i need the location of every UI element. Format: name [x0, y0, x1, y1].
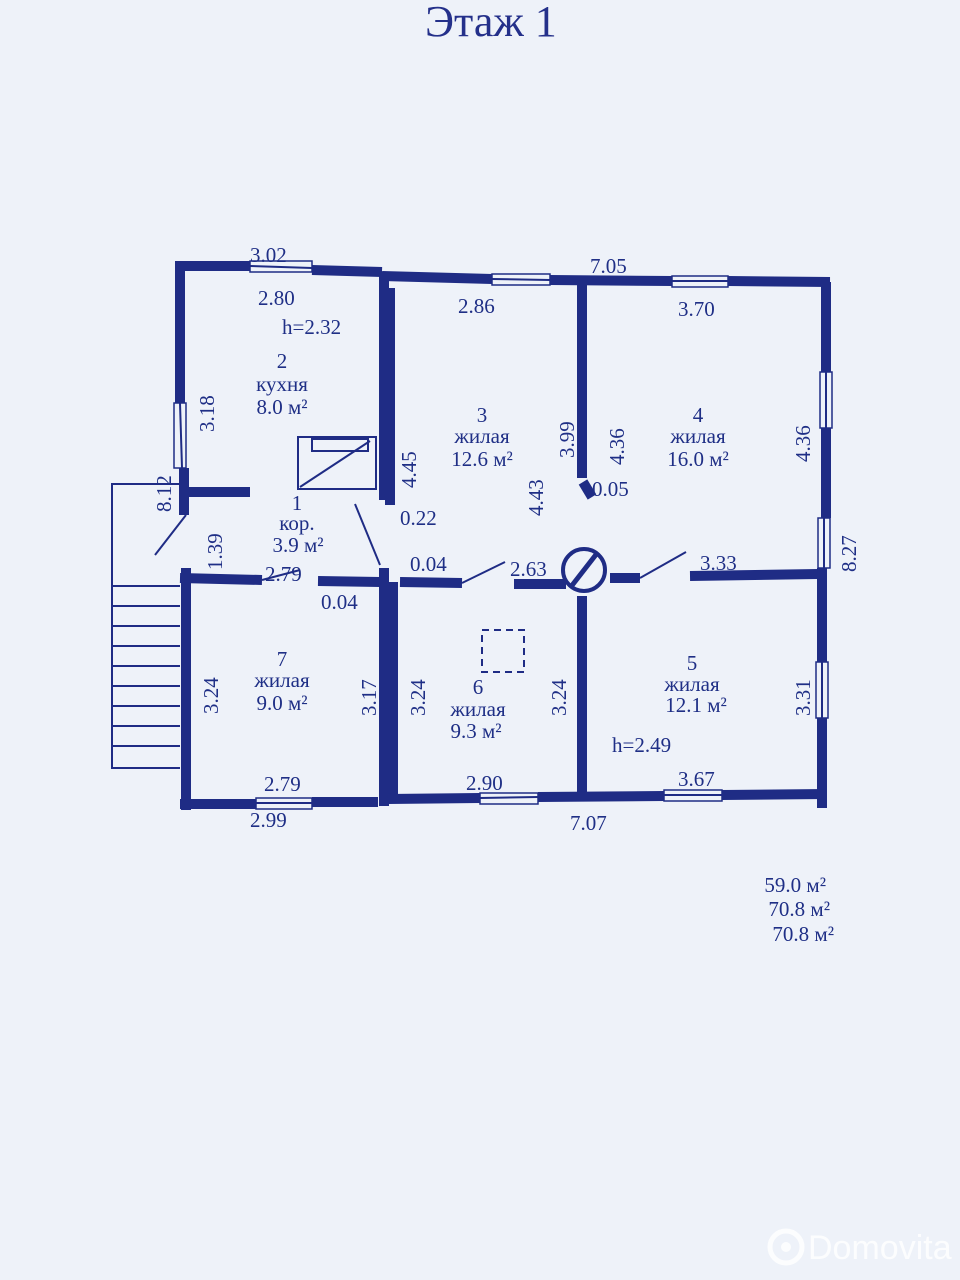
- dim-3-99: 3.99: [555, 421, 579, 458]
- dim-8-12: 8.12: [152, 475, 176, 512]
- dim-3-24-room6l: 3.24: [406, 679, 430, 716]
- dim-1-39: 1.39: [203, 533, 227, 570]
- dim-3-02: 3.02: [250, 243, 287, 267]
- dim-7-05: 7.05: [590, 254, 627, 278]
- dim-3-17: 3.17: [357, 679, 381, 716]
- room-6-name: жилая: [449, 697, 506, 721]
- dim-4-36-mid: 4.36: [605, 428, 629, 465]
- dim-2-99: 2.99: [250, 808, 287, 832]
- stove-icon: [297, 436, 377, 490]
- dim-7-07: 7.07: [570, 811, 607, 835]
- dimension-labels: 3.02 2.80 h=2.32 3.18 8.12 1.39 2.79 0.0…: [152, 243, 861, 835]
- watermark-logo-icon: [767, 1228, 805, 1266]
- dim-0-05: 0.05: [592, 477, 629, 501]
- dim-3-33: 3.33: [700, 551, 737, 575]
- room-4-area: 16.0 м²: [667, 447, 729, 471]
- chimney-icon: [561, 547, 607, 593]
- dim-3-18: 3.18: [195, 395, 219, 432]
- dim-3-24-left: 3.24: [199, 677, 223, 714]
- dim-h-2-49: h=2.49: [612, 733, 671, 757]
- dim-0-04-left: 0.04: [321, 590, 358, 614]
- room-1-area: 3.9 м²: [272, 533, 323, 557]
- room-2-area: 8.0 м²: [256, 395, 307, 419]
- dim-4-45: 4.45: [397, 451, 421, 488]
- room-6-number: 6: [473, 675, 484, 699]
- dim-4-36-right: 4.36: [791, 425, 815, 462]
- room-6-area: 9.3 м²: [450, 719, 501, 743]
- doors: [154, 503, 687, 584]
- total-area: 70.8 м²: [772, 922, 834, 946]
- watermark-text: Domovita: [808, 1229, 952, 1267]
- dim-2-80: 2.80: [258, 286, 295, 310]
- room-4-name: жилая: [669, 424, 726, 448]
- dim-0-22: 0.22: [400, 506, 437, 530]
- room-5-area: 12.1 м²: [665, 693, 727, 717]
- room-7-area: 9.0 м²: [256, 691, 307, 715]
- room-1-name: кор.: [279, 511, 314, 535]
- dim-3-31: 3.31: [791, 679, 815, 716]
- room-3-name: жилая: [453, 424, 510, 448]
- total-living-area: 59.0 м²: [764, 873, 826, 897]
- walls: [175, 261, 831, 810]
- entrance-stairs-icon: [111, 483, 184, 769]
- dim-2-79-bottom: 2.79: [264, 772, 301, 796]
- dim-3-67: 3.67: [678, 767, 715, 791]
- room-2-number: 2: [277, 349, 288, 373]
- room-7-name: жилая: [253, 668, 310, 692]
- dim-8-27: 8.27: [837, 535, 861, 572]
- dim-h-2-32: h=2.32: [282, 315, 341, 339]
- floor-title: Этаж 1: [425, 0, 557, 46]
- room-4-number: 4: [693, 403, 704, 427]
- area-totals: 59.0 м² 70.8 м² 70.8 м²: [764, 873, 834, 946]
- ceiling-hatch-icon: [481, 629, 525, 673]
- windows: [173, 260, 833, 810]
- room-3-area: 12.6 м²: [451, 447, 513, 471]
- room-7-number: 7: [277, 647, 288, 671]
- room-3-number: 3: [477, 403, 488, 427]
- dim-0-04-mid: 0.04: [410, 552, 447, 576]
- dim-2-90: 2.90: [466, 771, 503, 795]
- room-5-name: жилая: [663, 672, 720, 696]
- room-5-number: 5: [687, 651, 698, 675]
- dim-2-79-top: 2.79: [265, 562, 302, 586]
- dim-3-24-room6r: 3.24: [547, 679, 571, 716]
- room-labels: 1 кор. 3.9 м² 2 кухня 8.0 м² 3 жилая 12.…: [253, 349, 728, 743]
- total-general-area: 70.8 м²: [768, 897, 830, 921]
- dim-4-43: 4.43: [524, 479, 548, 516]
- dim-2-63: 2.63: [510, 557, 547, 581]
- dim-3-70: 3.70: [678, 297, 715, 321]
- dim-2-86: 2.86: [458, 294, 495, 318]
- room-1-number: 1: [292, 491, 303, 515]
- watermark: Domovita: [767, 1228, 952, 1267]
- room-2-name: кухня: [256, 372, 308, 396]
